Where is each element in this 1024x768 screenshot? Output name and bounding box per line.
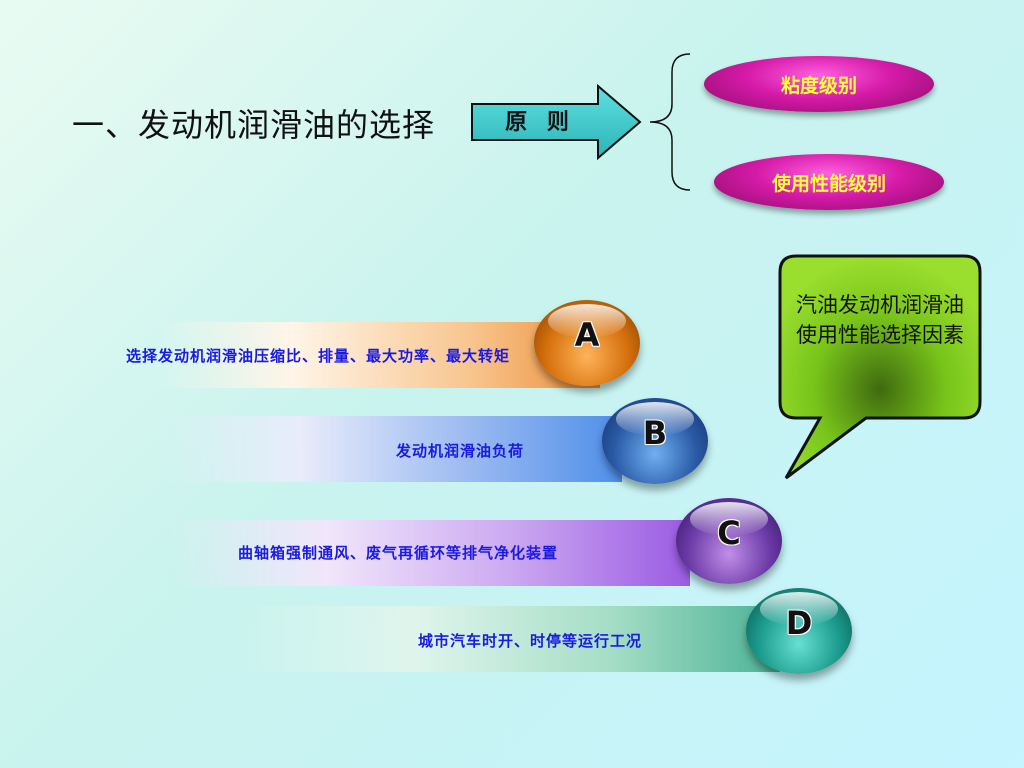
factor-letter-c: C [717,514,741,552]
slide-title: 一、发动机润滑油的选择 [72,106,436,144]
factor-band-a [160,322,600,388]
factor-text-b: 发动机润滑油负荷 [396,442,525,460]
callout-text: 汽油发动机润滑油使用性能选择因素 [796,293,964,347]
principle-arrow-label: 原 则 [505,109,575,135]
factor-ball-a: A [534,300,640,386]
factor-ball-b: B [602,398,708,484]
factor-text-a: 选择发动机润滑油压缩比、排量、最大功率、最大转矩 [126,347,511,365]
principle-arrow-icon [471,84,642,160]
principle-viscosity-grade: 粘度级别 [704,56,934,112]
factor-ball-c: C [676,498,782,584]
principle-performance-grade: 使用性能级别 [714,154,944,210]
factor-text-d: 城市汽车时开、时停等运行工况 [418,632,643,650]
factor-band-b [162,416,622,482]
factor-text-c: 曲轴箱强制通风、废气再循环等排气净化装置 [238,544,559,562]
callout-bubble [778,254,982,480]
left-brace [649,53,691,191]
factor-letter-a: A [574,316,600,354]
factor-ball-d: D [746,588,852,674]
factor-band-c [170,520,690,586]
factor-letter-b: B [642,414,668,452]
factor-band-d [220,606,780,672]
factor-letter-d: D [785,604,813,642]
